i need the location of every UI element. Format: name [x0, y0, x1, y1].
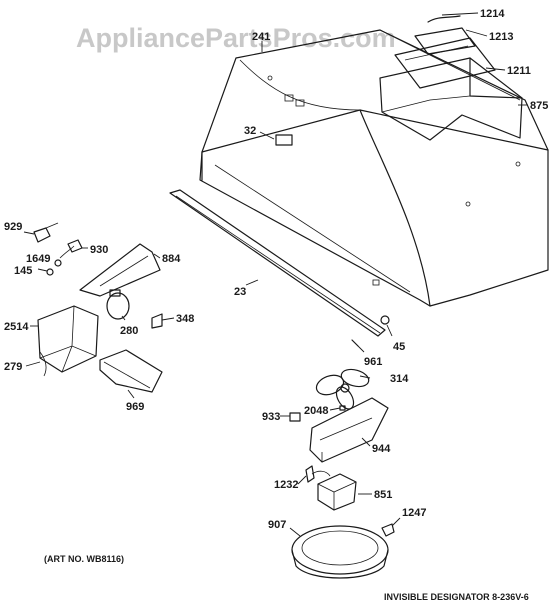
label-969: 969 — [126, 401, 144, 413]
filter-rail[interactable] — [169, 189, 386, 337]
label-2048: 2048 — [304, 405, 328, 417]
art-number: (ART NO. WB8116) — [44, 554, 124, 564]
damper-frame[interactable] — [414, 27, 476, 55]
label-348: 348 — [176, 313, 194, 325]
label-1214: 1214 — [480, 8, 505, 20]
label-45: 45 — [393, 341, 405, 353]
light-lens[interactable] — [99, 349, 163, 393]
label-1232: 1232 — [274, 479, 298, 491]
label-314: 314 — [390, 373, 409, 385]
label-280: 280 — [120, 325, 138, 337]
label-929: 929 — [4, 221, 22, 233]
motor-bracket[interactable] — [309, 397, 389, 463]
screw-961[interactable] — [351, 339, 359, 347]
screw-45[interactable] — [380, 315, 390, 325]
grease-filter[interactable] — [291, 525, 389, 579]
label-145: 145 — [14, 265, 32, 277]
label-1649: 1649 — [26, 253, 50, 265]
label-930: 930 — [90, 244, 108, 256]
footer-designator: INVISIBLE DESIGNATOR 8-236V-6 — [384, 592, 529, 600]
label-933: 933 — [262, 411, 280, 423]
label-1247: 1247 — [402, 507, 426, 519]
duct-collar[interactable] — [379, 57, 523, 141]
light-reflector[interactable] — [79, 243, 161, 297]
label-1213: 1213 — [489, 31, 513, 43]
switch-930[interactable] — [59, 239, 83, 259]
damper-spring[interactable] — [427, 15, 461, 23]
fan-motor[interactable] — [311, 470, 357, 511]
lamp-socket[interactable] — [151, 313, 163, 329]
label-961: 961 — [364, 356, 382, 368]
watermark-text: AppliancePartsPros.com — [76, 23, 396, 53]
leader-lines — [23, 12, 528, 537]
part-labels: 1214 1213 1211 875 241 32 929 1649 930 1… — [4, 8, 548, 531]
label-884: 884 — [162, 253, 181, 265]
label-875: 875 — [530, 100, 548, 112]
label-23: 23 — [234, 286, 246, 298]
label-944: 944 — [372, 443, 391, 455]
screw-145[interactable] — [46, 268, 54, 276]
label-32: 32 — [244, 125, 256, 137]
label-851: 851 — [374, 489, 392, 501]
switch-929[interactable] — [33, 222, 59, 243]
label-2514: 2514 — [4, 321, 29, 333]
bracket-32[interactable] — [275, 134, 293, 146]
part-933[interactable] — [289, 412, 301, 422]
knob-1649[interactable] — [54, 259, 62, 267]
label-907: 907 — [268, 519, 286, 531]
label-279: 279 — [4, 361, 22, 373]
lamp-280[interactable] — [106, 289, 130, 320]
label-1211: 1211 — [507, 65, 531, 77]
clip-1247[interactable] — [381, 523, 395, 537]
light-housing[interactable] — [37, 305, 99, 377]
label-241: 241 — [252, 31, 270, 43]
motor-capacitor[interactable] — [305, 465, 315, 483]
hood-body[interactable] — [199, 29, 549, 307]
